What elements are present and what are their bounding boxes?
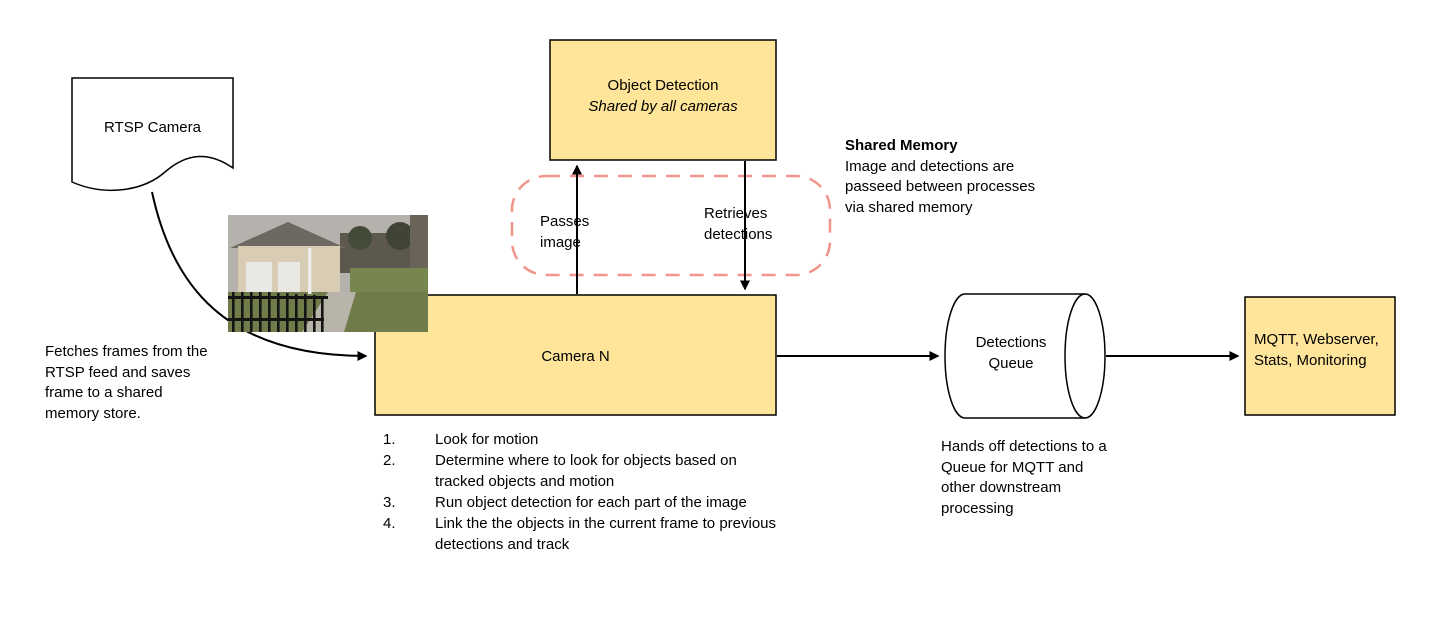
- outputs-box: [1244, 296, 1396, 416]
- shared-memory-body: Image and detections are passeed between…: [845, 157, 1036, 217]
- object-detection-title: Object Detection: [607, 77, 719, 94]
- detections-queue-label: Detections Queue: [975, 334, 1047, 372]
- camera-n-box: [374, 294, 777, 416]
- camera-snapshot: [228, 215, 428, 332]
- object-detection-subtitle: Shared by all cameras: [588, 97, 738, 115]
- object-detection-box: [549, 39, 777, 161]
- step-text: Link the the objects in the current fram…: [435, 515, 777, 553]
- fetch-note: Fetches frames from the RTSP feed and sa…: [45, 343, 208, 423]
- detections-queue-cylinder-cap: [1064, 293, 1086, 419]
- outputs-label: MQTT, Webserver, Stats, Monitoring: [1254, 331, 1379, 369]
- shared-memory-note: Shared Memory Image and detections are p…: [845, 136, 1057, 219]
- camera-steps-list: 1. Look for motion 2. Determine where to…: [383, 429, 781, 555]
- shared-memory-title: Shared Memory: [845, 137, 958, 154]
- camera-step-1: 1. Look for motion: [383, 429, 781, 450]
- step-number: 3.: [383, 494, 396, 511]
- camera-step-2: 2. Determine where to look for objects b…: [383, 450, 781, 492]
- step-text: Determine where to look for objects base…: [435, 452, 737, 490]
- queue-note: Hands off detections to a Queue for MQTT…: [941, 438, 1107, 518]
- rtsp-to-camera-arrow: [151, 191, 368, 361]
- step-text: Run object detection for each part of th…: [435, 494, 747, 511]
- rtsp-camera-shape: [71, 77, 234, 191]
- object-detection-label: Object Detection Shared by all cameras: [550, 76, 776, 117]
- step-number: 1.: [383, 431, 396, 448]
- passes-image-label: Passes image: [540, 213, 590, 251]
- retrieves-detections-label: Retrieves detections: [704, 205, 773, 243]
- step-number: 2.: [383, 452, 396, 469]
- shared-memory-dashed-outline: [510, 174, 832, 277]
- rtsp-camera-label: RTSP Camera: [104, 119, 201, 136]
- camera-step-3: 3. Run object detection for each part of…: [383, 492, 781, 513]
- step-text: Look for motion: [435, 431, 539, 448]
- step-number: 4.: [383, 515, 396, 532]
- camera-n-label: Camera N: [541, 348, 610, 365]
- camera-step-4: 4. Link the the objects in the current f…: [383, 513, 781, 555]
